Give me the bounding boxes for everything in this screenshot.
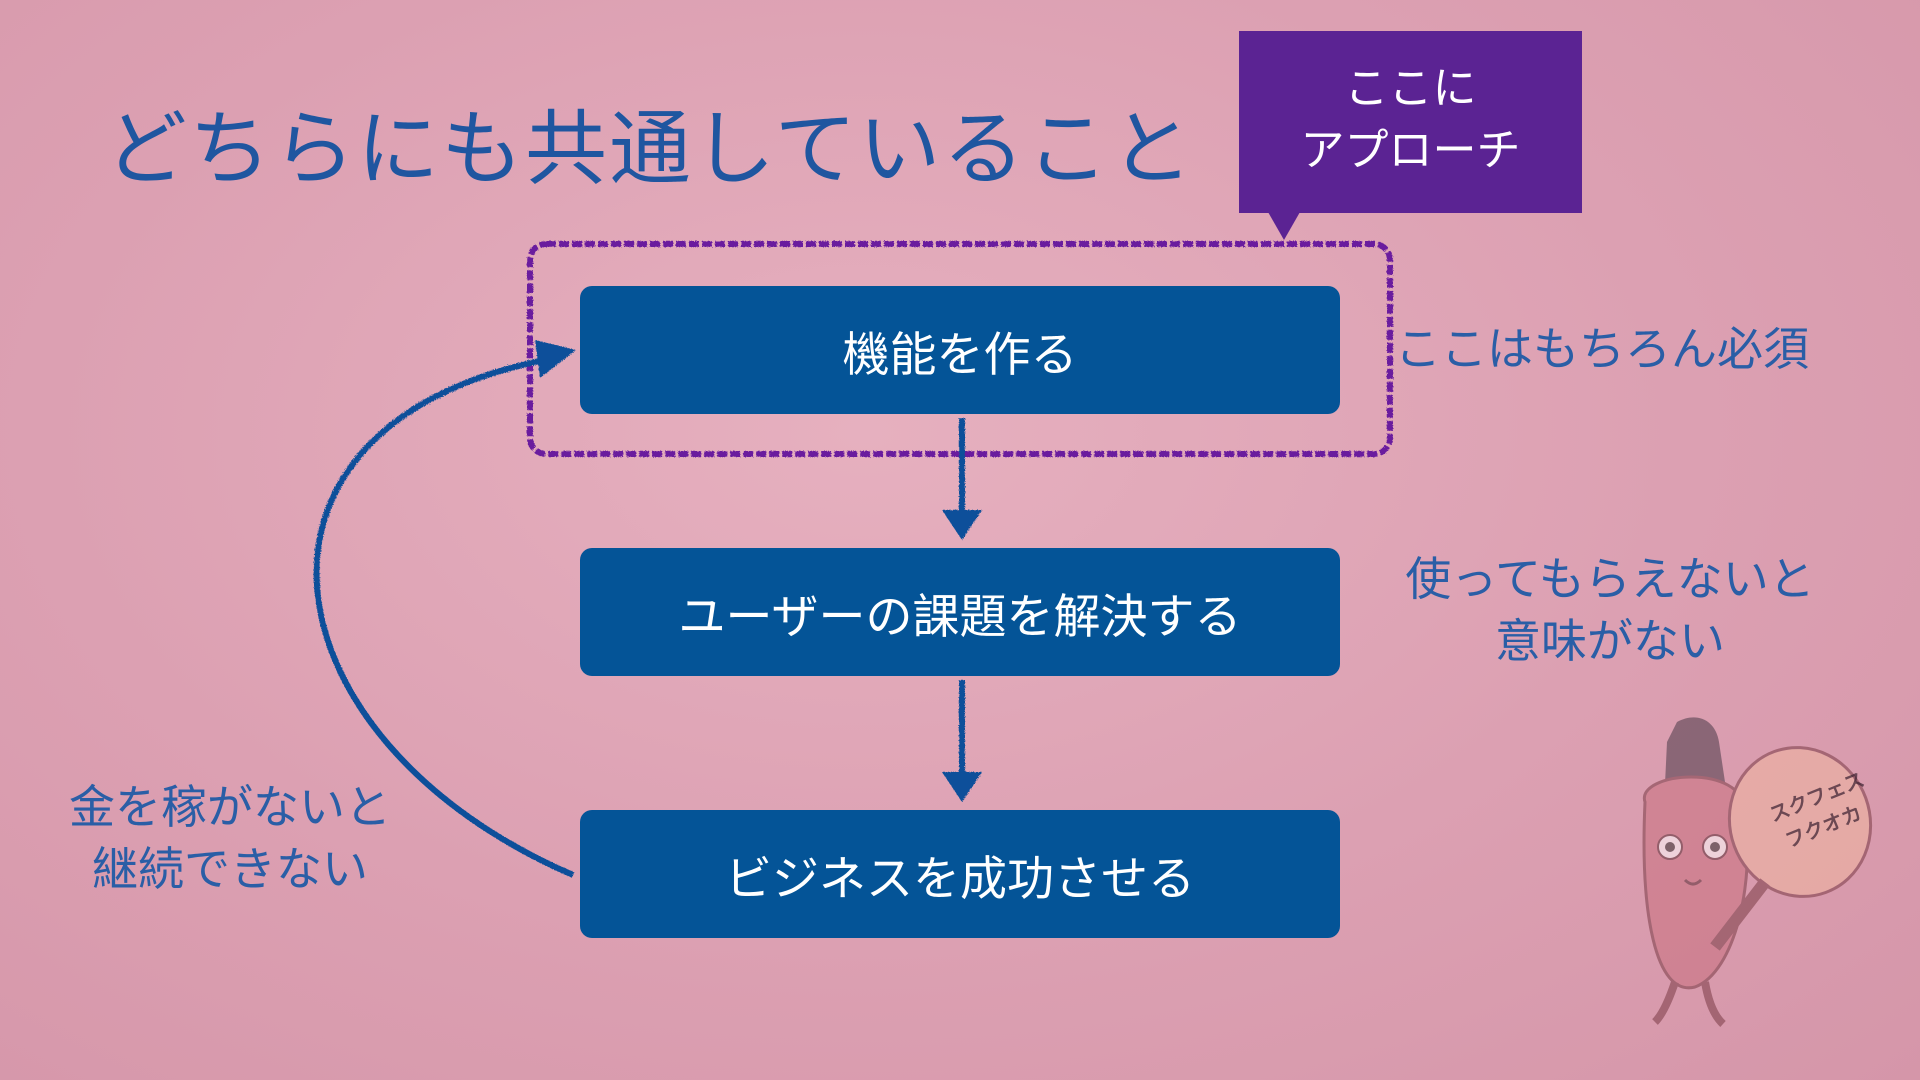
note-required: ここはもちろん必須 — [1395, 322, 1809, 376]
callout-line-2: アプローチ — [1300, 125, 1521, 176]
mascot-illustration: スクフェス フクオカ — [1642, 717, 1873, 1027]
note-meaningless: 使ってもらえないと 意味がない — [1395, 548, 1825, 672]
note-meaningless-line-2: 意味がない — [1495, 614, 1725, 668]
flow-step-1: 機能を作る — [580, 286, 1340, 414]
flow-step-3: ビジネスを成功させる — [580, 810, 1340, 938]
callout-line-1: ここに — [1344, 63, 1477, 114]
flow-step-2: ユーザーの課題を解決する — [580, 548, 1340, 676]
note-earn-money-line-2: 継続できない — [92, 842, 368, 896]
note-meaningless-line-1: 使ってもらえないと — [1405, 552, 1815, 606]
down-arrow-1 — [942, 418, 982, 540]
callout-box: ここに アプローチ — [1239, 31, 1582, 213]
note-earn-money-line-1: 金を稼がないと — [69, 780, 391, 834]
loop-back-arrow — [313, 340, 576, 878]
callout-pointer — [1268, 212, 1300, 240]
note-earn-money: 金を稼がないと 継続できない — [60, 776, 400, 900]
down-arrow-2 — [942, 680, 982, 802]
slide-title: どちらにも共通していること — [105, 102, 1195, 197]
